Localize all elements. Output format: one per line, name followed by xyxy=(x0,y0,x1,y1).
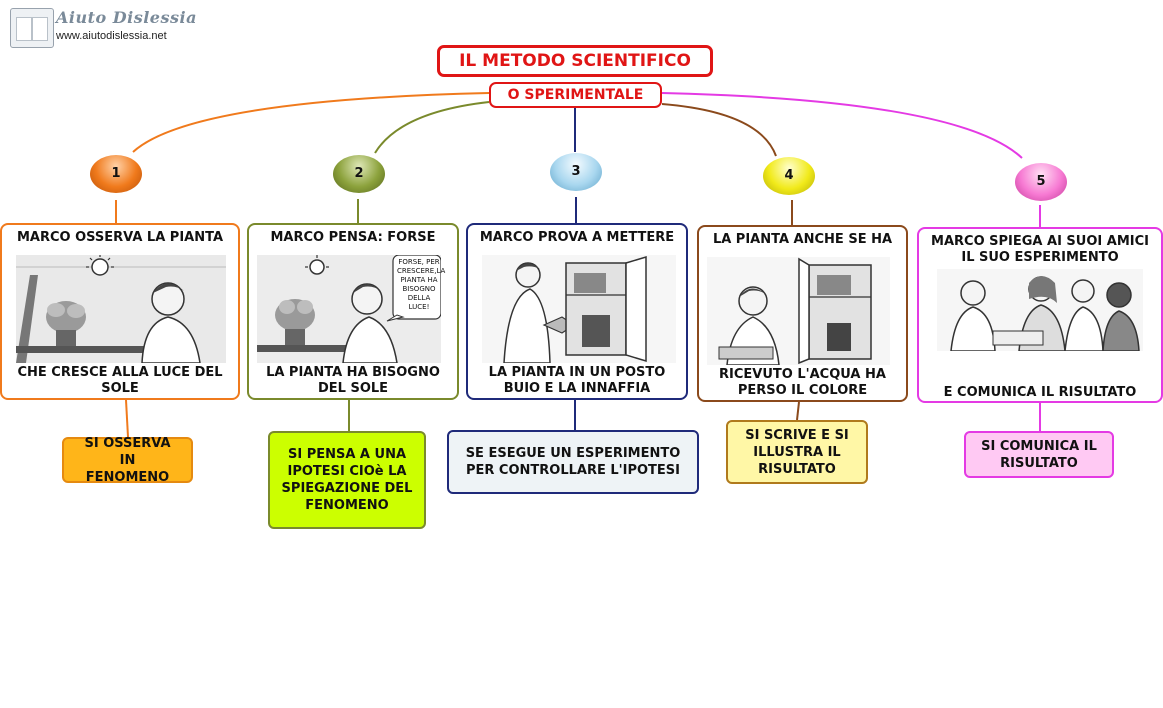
link-4b xyxy=(796,401,800,421)
phase-2-text: SI PENSA A UNA IPOTESI CIOè LA SPIEGAZIO… xyxy=(281,447,413,513)
step-1-card: MARCO OSSERVA LA PIANTA CHE CRESCE ALLA … xyxy=(0,223,240,400)
step-4-card: LA PIANTA ANCHE SE HA RICEVUTO L'ACQUA H… xyxy=(697,225,908,402)
step-2-card: MARCO PENSA: FORSE FORSE, PER CRESCERE,L… xyxy=(247,223,459,400)
branch-2 xyxy=(374,101,490,154)
step-2-ball: 2 xyxy=(333,155,385,193)
sun-icon xyxy=(91,258,109,276)
phase-5-text: SI COMUNICA IL RISULTATO xyxy=(981,438,1097,471)
site-logo[interactable]: Aiuto Dislessia www.aiutodislessia.net xyxy=(10,8,196,48)
step-3-bottom-text: LA PIANTA IN UN POSTO BUIO E LA INNAFFIA xyxy=(488,365,666,396)
step-3-card: MARCO PROVA A METTERE LA PIANTA IN UN PO… xyxy=(466,223,688,400)
boy-observing-plant-illustration xyxy=(16,255,226,363)
step-2-top-text: MARCO PENSA: FORSE xyxy=(270,230,436,245)
wilted-plant-result-illustration xyxy=(707,257,890,365)
link-1b xyxy=(125,399,129,438)
step-3-ball: 3 xyxy=(550,153,602,191)
page-subtitle: O SPERIMENTALE xyxy=(489,82,662,108)
phase-5-box: SI COMUNICA IL RISULTATO xyxy=(964,431,1114,478)
logo-url: www.aiutodislessia.net xyxy=(56,30,167,42)
phase-4-box: SI SCRIVE E SI ILLUSTRA IL RISULTATO xyxy=(726,420,868,484)
phase-1-box: SI OSSERVA IN FENOMENO xyxy=(62,435,193,485)
step-1-ball: 1 xyxy=(90,155,142,193)
step-4-ball: 4 xyxy=(763,157,815,195)
step-3-top-text: MARCO PROVA A METTERE xyxy=(479,230,675,245)
step-5-top-text: MARCO SPIEGA AI SUOI AMICI IL SUO ESPERI… xyxy=(931,234,1149,265)
phase-3-text: SE ESEGUE UN ESPERIMENTO PER CONTROLLARE… xyxy=(465,446,681,478)
step-1-top-text: MARCO OSSERVA LA PIANTA xyxy=(16,230,224,245)
friends-discussion-illustration xyxy=(937,269,1143,351)
branch-5 xyxy=(661,92,1023,159)
phase-4-text: SI SCRIVE E SI ILLUSTRA IL RISULTATO xyxy=(745,427,849,477)
logo-name: Aiuto Dislessia xyxy=(56,8,197,27)
phase-2-box: SI PENSA A UNA IPOTESI CIOè LA SPIEGAZIO… xyxy=(268,431,426,529)
step-1-bottom-text: CHE CRESCE ALLA LUCE DEL SOLE xyxy=(17,365,223,396)
step-2-bottom-text: LA PIANTA HA BISOGNO DEL SOLE xyxy=(266,365,440,396)
sun-icon xyxy=(309,259,325,275)
step-5-ball: 5 xyxy=(1015,163,1067,201)
branch-1 xyxy=(132,92,490,153)
step-4-top-text: LA PIANTA ANCHE SE HA xyxy=(712,232,893,247)
boy-watering-plant-illustration xyxy=(482,255,676,363)
step-5-bottom-text: E COMUNICA IL RISULTATO xyxy=(943,385,1137,400)
branch-4 xyxy=(661,103,777,157)
book-logo-icon xyxy=(10,8,54,48)
phase-1-text: SI OSSERVA IN FENOMENO xyxy=(84,435,171,485)
boy-thinking-illustration xyxy=(257,255,441,363)
phase-3-box: SE ESEGUE UN ESPERIMENTO PER CONTROLLARE… xyxy=(447,430,699,494)
step-4-bottom-text: RICEVUTO L'ACQUA HA PERSO IL COLORE xyxy=(719,367,886,398)
thought-bubble-text: FORSE, PER CRESCERE,LA PIANTA HA BISOGNO… xyxy=(397,258,446,311)
step-5-card: MARCO SPIEGA AI SUOI AMICI IL SUO ESPERI… xyxy=(917,227,1163,403)
page-title: IL METODO SCIENTIFICO xyxy=(437,45,713,77)
